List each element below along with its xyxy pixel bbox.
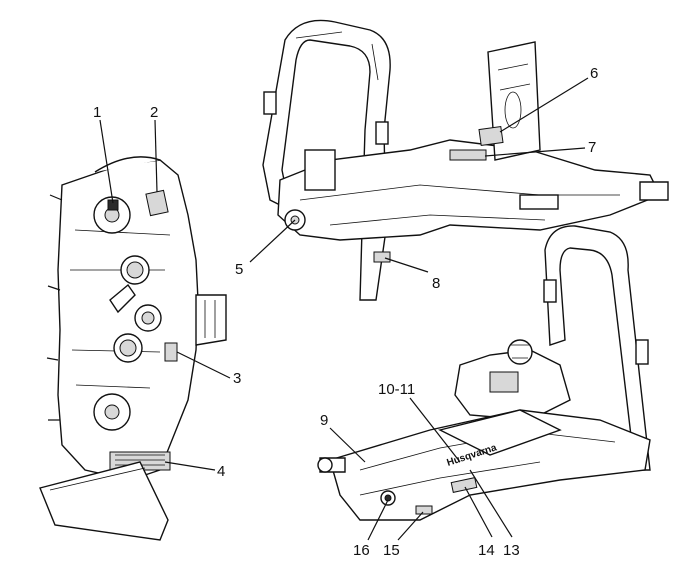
callout-14: 14 bbox=[478, 542, 495, 559]
callout-5: 5 bbox=[235, 261, 243, 278]
callout-16: 16 bbox=[353, 542, 370, 559]
callout-13: 13 bbox=[503, 542, 520, 559]
callout-9: 9 bbox=[320, 412, 328, 429]
callout-8: 8 bbox=[432, 275, 440, 292]
callout-3: 3 bbox=[233, 370, 241, 387]
tractor-frame-top bbox=[262, 19, 669, 301]
callout-15: 15 bbox=[383, 542, 400, 559]
callout-labels: 1 2 3 4 5 6 7 8 9 10-11 13 14 15 16 bbox=[93, 65, 598, 559]
tractor-frame-bottom: Husqvarna bbox=[317, 225, 651, 521]
callout-4: 4 bbox=[217, 463, 225, 480]
callout-6: 6 bbox=[590, 65, 598, 82]
callout-10-11: 10-11 bbox=[378, 381, 415, 398]
callout-1: 1 bbox=[93, 104, 101, 121]
callout-2: 2 bbox=[150, 104, 158, 121]
leader-lines bbox=[99, 77, 589, 541]
mower-deck bbox=[39, 156, 227, 541]
callout-7: 7 bbox=[588, 139, 596, 156]
